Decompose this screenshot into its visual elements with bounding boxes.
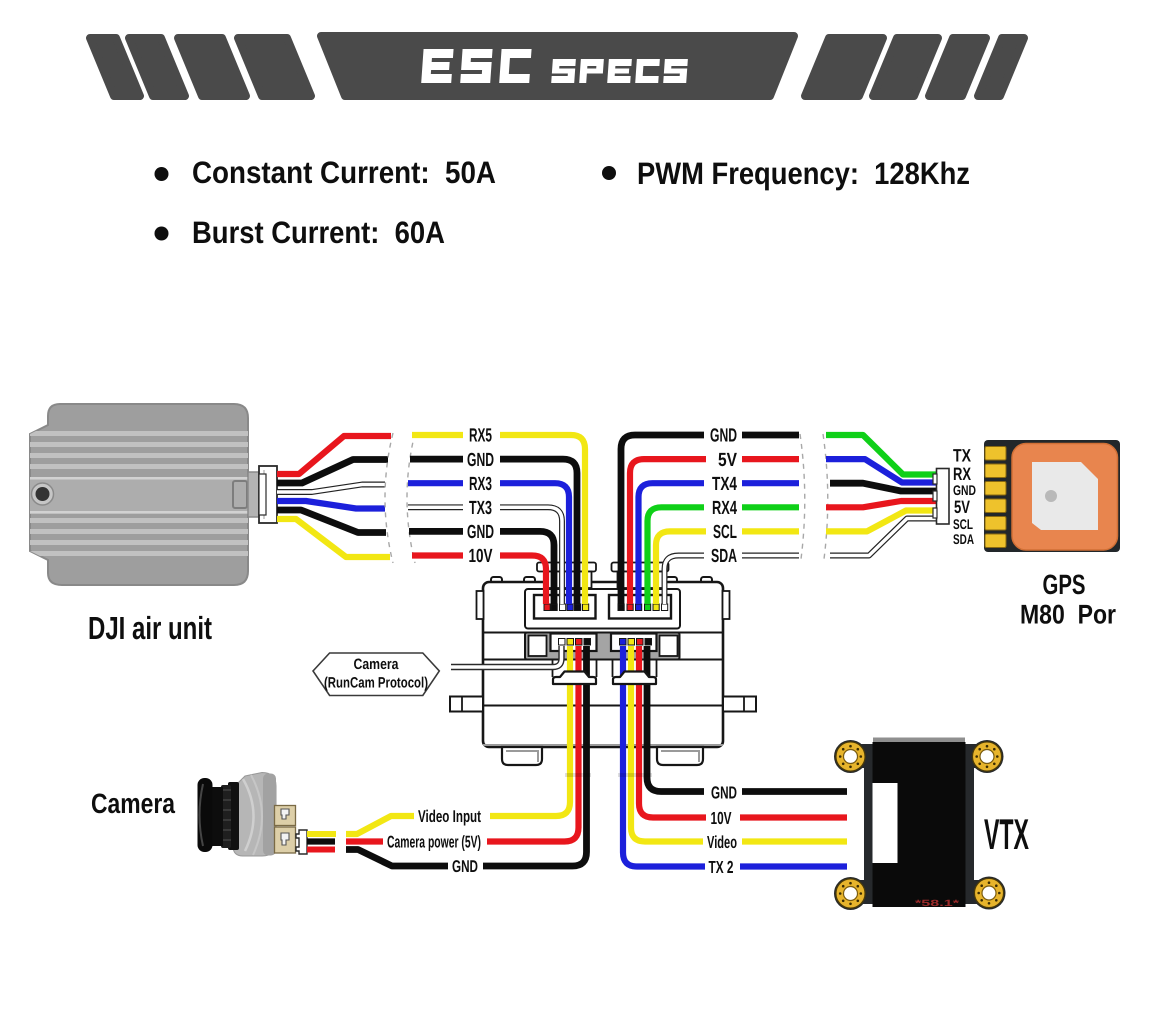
- svg-text:GND: GND: [711, 783, 737, 803]
- svg-text:RX5: RX5: [469, 426, 492, 447]
- svg-text:TX4: TX4: [712, 474, 737, 495]
- svg-text:GND: GND: [953, 482, 976, 498]
- svg-text:SDA: SDA: [711, 546, 737, 567]
- svg-text:TX: TX: [953, 446, 971, 466]
- svg-text:SCL: SCL: [713, 522, 737, 543]
- svg-text:GND: GND: [710, 426, 737, 447]
- svg-text:TX 2: TX 2: [709, 857, 734, 877]
- svg-text:10V: 10V: [469, 546, 493, 567]
- svg-text:5V: 5V: [718, 450, 737, 471]
- svg-text:Burst Current: 60A: Burst Current: 60A: [192, 215, 445, 250]
- svg-text:5V: 5V: [954, 497, 970, 517]
- svg-text:RX: RX: [953, 464, 971, 484]
- svg-text:Video: Video: [707, 832, 737, 852]
- svg-text:10V: 10V: [711, 808, 732, 828]
- svg-text:SDA: SDA: [953, 531, 974, 547]
- svg-text:GPS: GPS: [1043, 569, 1086, 600]
- svg-text:(RunCam Protocol): (RunCam Protocol): [324, 675, 428, 692]
- svg-text:GND: GND: [467, 522, 494, 543]
- svg-text:M80 Por: M80 Por: [1020, 600, 1116, 630]
- svg-text:RX4: RX4: [712, 498, 737, 519]
- svg-text:Camera: Camera: [354, 656, 400, 673]
- svg-text:SCL: SCL: [953, 516, 973, 532]
- svg-text:GND: GND: [452, 857, 478, 876]
- svg-text:VTX: VTX: [984, 811, 1029, 859]
- svg-text:TX3: TX3: [469, 498, 492, 519]
- svg-text:PWM Frequency: 128Khz: PWM Frequency: 128Khz: [637, 156, 970, 191]
- svg-text:Constant Current: 50A: Constant Current: 50A: [192, 155, 496, 190]
- svg-text:GND: GND: [467, 450, 494, 471]
- svg-text:RX3: RX3: [469, 474, 492, 495]
- svg-text:Video Input: Video Input: [418, 807, 481, 826]
- svg-text:Camera: Camera: [91, 788, 175, 819]
- svg-text:Camera power (5V): Camera power (5V): [387, 833, 481, 852]
- svg-text:DJI air unit: DJI air unit: [88, 610, 212, 646]
- svg-text:*58.1*: *58.1*: [915, 898, 960, 908]
